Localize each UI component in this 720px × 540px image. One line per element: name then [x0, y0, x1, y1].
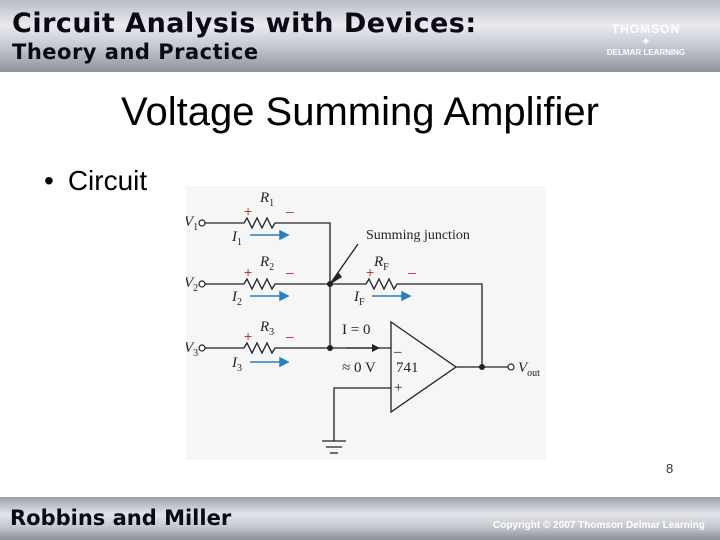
circuit-svg: V1 V2 V3 R1 R2 R3 RF I1 I2 I3 IF + – + –… [186, 190, 540, 454]
label-rf: RF [373, 254, 389, 273]
book-title-line2: Theory and Practice [12, 40, 259, 64]
opamp-triangle [390, 320, 458, 414]
zero-voltage-label: ≈ 0 V [342, 360, 376, 376]
polarity-plus-r1: + [244, 203, 252, 219]
circuit-diagram: V1 V2 V3 R1 R2 R3 RF I1 I2 I3 IF + – + –… [186, 186, 546, 460]
feedback-wire [330, 277, 483, 367]
bullet-item: • Circuit [44, 165, 147, 197]
current-arrowhead-f [401, 290, 412, 302]
label-r1: R1 [259, 190, 274, 209]
bullet-dot: • [44, 165, 54, 196]
polarity-plus-r2: + [244, 264, 252, 280]
summing-junction-label: Summing junction [366, 228, 470, 243]
label-v1: V1 [186, 214, 198, 233]
current-arrowhead-1 [279, 229, 290, 241]
logo-text-top: THOMSON [611, 22, 681, 36]
input-wire-3 [205, 341, 391, 355]
ground-symbol [322, 440, 346, 454]
input-wire-2 [205, 277, 330, 291]
opamp-model-label: 741 [396, 360, 419, 376]
output-node [479, 364, 485, 370]
label-vout: Vout [518, 360, 540, 379]
opamp-plus-input: + [394, 380, 402, 396]
publisher-logo: THOMSON ✦ DELMAR LEARNING [590, 22, 702, 58]
book-title-line1: Circuit Analysis with Devices: [12, 8, 477, 39]
page-number: 8 [666, 461, 674, 476]
label-i2: I2 [231, 289, 242, 308]
polarity-minus-r3: – [286, 328, 294, 344]
logo-text-bottom: DELMAR LEARNING [606, 48, 686, 57]
opamp-minus-input: – [393, 344, 402, 360]
label-r2: R2 [259, 254, 274, 273]
terminal-v3 [198, 344, 206, 352]
label-v2: V2 [186, 275, 198, 294]
polarity-minus-rf: – [408, 264, 416, 280]
label-i1: I1 [231, 229, 242, 248]
terminal-vout [507, 363, 515, 371]
current-arrowhead-2 [279, 290, 290, 302]
terminal-v2 [198, 280, 206, 288]
polarity-minus-r2: – [286, 264, 294, 280]
bullet-text: Circuit [67, 165, 148, 196]
pointer-arrowhead [329, 272, 342, 285]
authors-label: Robbins and Miller [10, 506, 232, 530]
header-banner: Circuit Analysis with Devices: Theory an… [0, 0, 720, 72]
junction-node [327, 345, 333, 351]
zero-current-label: I = 0 [342, 322, 370, 338]
label-r3: R3 [259, 319, 274, 338]
polarity-plus-rf: + [366, 264, 374, 280]
ground-wire [333, 387, 391, 441]
zero-current-arrowhead [372, 344, 380, 352]
star-icon: ✦ [641, 36, 651, 48]
label-i3: I3 [231, 355, 242, 374]
current-arrowhead-3 [279, 356, 290, 368]
footer-banner: Robbins and Miller [0, 497, 720, 540]
input-wire-1 [205, 216, 331, 348]
label-v3: V3 [186, 340, 198, 359]
copyright-label: Copyright © 2007 Thomson Delmar Learning [493, 520, 705, 531]
terminal-v1 [198, 219, 206, 227]
slide-title: Voltage Summing Amplifier [120, 90, 599, 134]
polarity-minus-r1: – [286, 203, 294, 219]
label-if: IF [353, 289, 365, 308]
polarity-plus-r3: + [244, 328, 252, 344]
